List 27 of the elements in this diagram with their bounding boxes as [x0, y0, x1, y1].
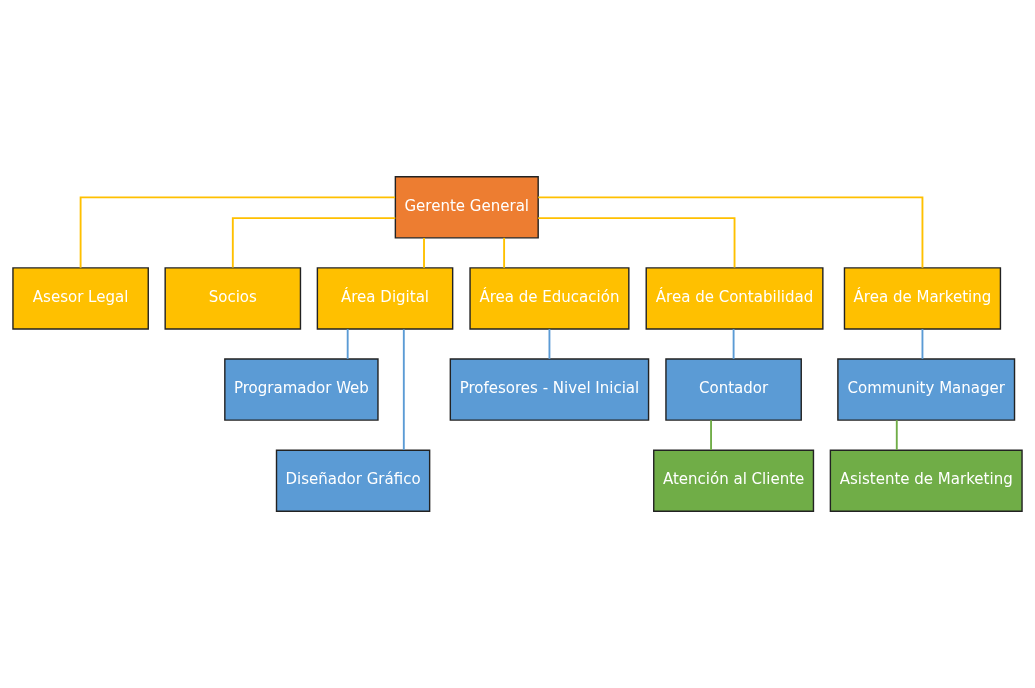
node-box: Atención al Cliente — [653, 449, 815, 512]
node-box: Área de Educación — [469, 267, 630, 330]
connector — [231, 217, 397, 269]
connector — [402, 328, 405, 451]
node-box: Diseñador Gráfico — [275, 449, 431, 512]
connector — [503, 236, 506, 269]
connector — [537, 196, 924, 269]
connector — [895, 419, 898, 451]
node-box: Área Digital — [316, 267, 454, 330]
node-box: Asesor Legal — [12, 267, 149, 330]
connector — [710, 419, 712, 451]
connector — [79, 196, 396, 269]
connector — [732, 328, 735, 360]
node-box: Asistente de Marketing — [829, 449, 1023, 512]
connector — [921, 328, 924, 360]
node-box: Community Manager — [837, 358, 1016, 421]
node-box: Profesores - Nivel Inicial — [449, 358, 650, 421]
connector — [423, 236, 425, 269]
node-box: Programador Web — [224, 358, 379, 421]
connector — [537, 217, 736, 269]
connector — [548, 328, 551, 360]
node-box: Área de Marketing — [843, 267, 1002, 330]
node-box: Gerente General — [394, 176, 539, 239]
node-box: Contador — [665, 358, 802, 421]
node-box: Socios — [164, 267, 302, 330]
connector — [346, 328, 349, 360]
node-box: Área de Contabilidad — [645, 267, 824, 330]
